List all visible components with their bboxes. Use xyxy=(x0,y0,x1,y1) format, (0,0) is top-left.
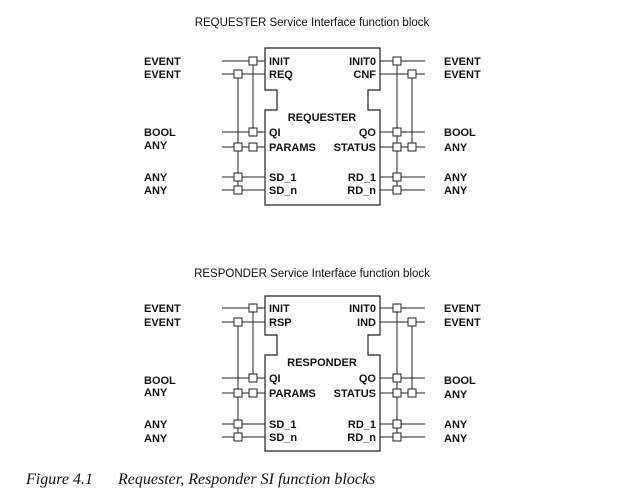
requester-with-node xyxy=(248,142,258,152)
requester-right-type-label: ANY xyxy=(444,172,468,184)
responder-with-node xyxy=(233,419,243,429)
responder-left-type-label: ANY xyxy=(144,387,168,399)
responder-title: RESPONDER Service Interface function blo… xyxy=(194,268,430,280)
responder-with-node xyxy=(248,303,258,313)
responder-right-type-label: ANY xyxy=(444,419,468,431)
requester-diagram: REQUESTER Service Interface function blo… xyxy=(144,17,481,206)
requester-event-output-label: INIT0 xyxy=(349,56,376,68)
requester-data-input-label: SD_n xyxy=(269,185,297,197)
requester-data-output-label: QO xyxy=(359,127,377,139)
requester-with-node xyxy=(233,185,243,195)
requester-with-node xyxy=(233,69,243,79)
responder-with-node xyxy=(392,432,402,442)
requester-block-name: REQUESTER xyxy=(288,112,357,124)
responder-with-node xyxy=(407,317,417,327)
requester-left-type-label: BOOL xyxy=(144,127,176,139)
responder-data-output-label: RD_1 xyxy=(348,419,376,431)
responder-left-type-label: EVENT xyxy=(144,303,181,315)
responder-event-output-label: IND xyxy=(357,317,376,329)
requester-with-node xyxy=(392,56,402,66)
responder-diagram: RESPONDER Service Interface function blo… xyxy=(144,268,481,452)
requester-with-node xyxy=(392,172,402,182)
responder-right-type-label: ANY xyxy=(444,433,468,445)
requester-left-type-label: EVENT xyxy=(144,56,181,68)
responder-right-type-label: EVENT xyxy=(444,317,481,329)
responder-data-input-label: SD_n xyxy=(269,432,297,444)
responder-with-node xyxy=(392,303,402,313)
requester-data-input-label: PARAMS xyxy=(269,142,316,154)
requester-data-output-label: RD_n xyxy=(347,185,376,197)
requester-right-type-label: EVENT xyxy=(444,56,481,68)
responder-right-type-label: ANY xyxy=(444,389,468,401)
requester-with-node xyxy=(392,142,402,152)
responder-with-node xyxy=(392,388,402,398)
responder-data-input-label: PARAMS xyxy=(269,388,316,400)
requester-right-type-label: EVENT xyxy=(444,69,481,81)
requester-left-type-label: EVENT xyxy=(144,69,181,81)
requester-with-node xyxy=(248,56,258,66)
responder-event-input-label: INIT xyxy=(269,303,290,315)
responder-data-output-label: RD_n xyxy=(347,432,376,444)
responder-with-node xyxy=(233,317,243,327)
requester-with-node xyxy=(407,69,417,79)
requester-left-type-label: ANY xyxy=(144,172,168,184)
requester-with-node xyxy=(248,127,258,137)
responder-left-type-label: BOOL xyxy=(144,375,176,387)
responder-with-node xyxy=(392,419,402,429)
requester-with-node xyxy=(392,185,402,195)
responder-left-type-label: ANY xyxy=(144,433,168,445)
responder-left-type-label: ANY xyxy=(144,419,168,431)
requester-event-input-label: INIT xyxy=(269,56,290,68)
responder-right-type-label: EVENT xyxy=(444,303,481,315)
requester-with-node xyxy=(392,127,402,137)
responder-data-input-label: QI xyxy=(269,373,281,385)
responder-left-type-label: EVENT xyxy=(144,317,181,329)
responder-event-output-label: INIT0 xyxy=(349,303,376,315)
requester-with-node xyxy=(233,142,243,152)
responder-data-output-label: QO xyxy=(359,373,377,385)
responder-block-name: RESPONDER xyxy=(287,357,357,369)
responder-data-output-label: STATUS xyxy=(334,388,376,400)
requester-left-type-label: ANY xyxy=(144,185,168,197)
figure-number: Figure 4.1 xyxy=(25,471,93,488)
requester-right-type-label: BOOL xyxy=(444,127,476,139)
requester-right-type-label: ANY xyxy=(444,185,468,197)
requester-with-node xyxy=(407,142,417,152)
responder-with-node xyxy=(233,432,243,442)
requester-block-body xyxy=(264,47,381,206)
responder-with-node xyxy=(248,373,258,383)
requester-right-type-label: ANY xyxy=(444,142,468,154)
responder-block-body xyxy=(264,295,381,452)
requester-with-node xyxy=(233,172,243,182)
responder-with-node xyxy=(248,388,258,398)
responder-with-node xyxy=(392,373,402,383)
responder-with-node xyxy=(407,388,417,398)
responder-event-input-label: RSP xyxy=(269,317,292,329)
requester-data-output-label: RD_1 xyxy=(348,172,376,184)
requester-left-type-label: ANY xyxy=(144,140,168,152)
responder-with-node xyxy=(233,388,243,398)
requester-title: REQUESTER Service Interface function blo… xyxy=(195,17,430,29)
figure-caption: Requester, Responder SI function blocks xyxy=(117,471,375,488)
requester-event-output-label: CNF xyxy=(353,69,376,81)
requester-data-input-label: QI xyxy=(269,127,281,139)
requester-data-output-label: STATUS xyxy=(334,142,376,154)
requester-event-input-label: REQ xyxy=(269,69,293,81)
requester-data-input-label: SD_1 xyxy=(269,172,297,184)
responder-data-input-label: SD_1 xyxy=(269,419,297,431)
responder-right-type-label: BOOL xyxy=(444,375,476,387)
